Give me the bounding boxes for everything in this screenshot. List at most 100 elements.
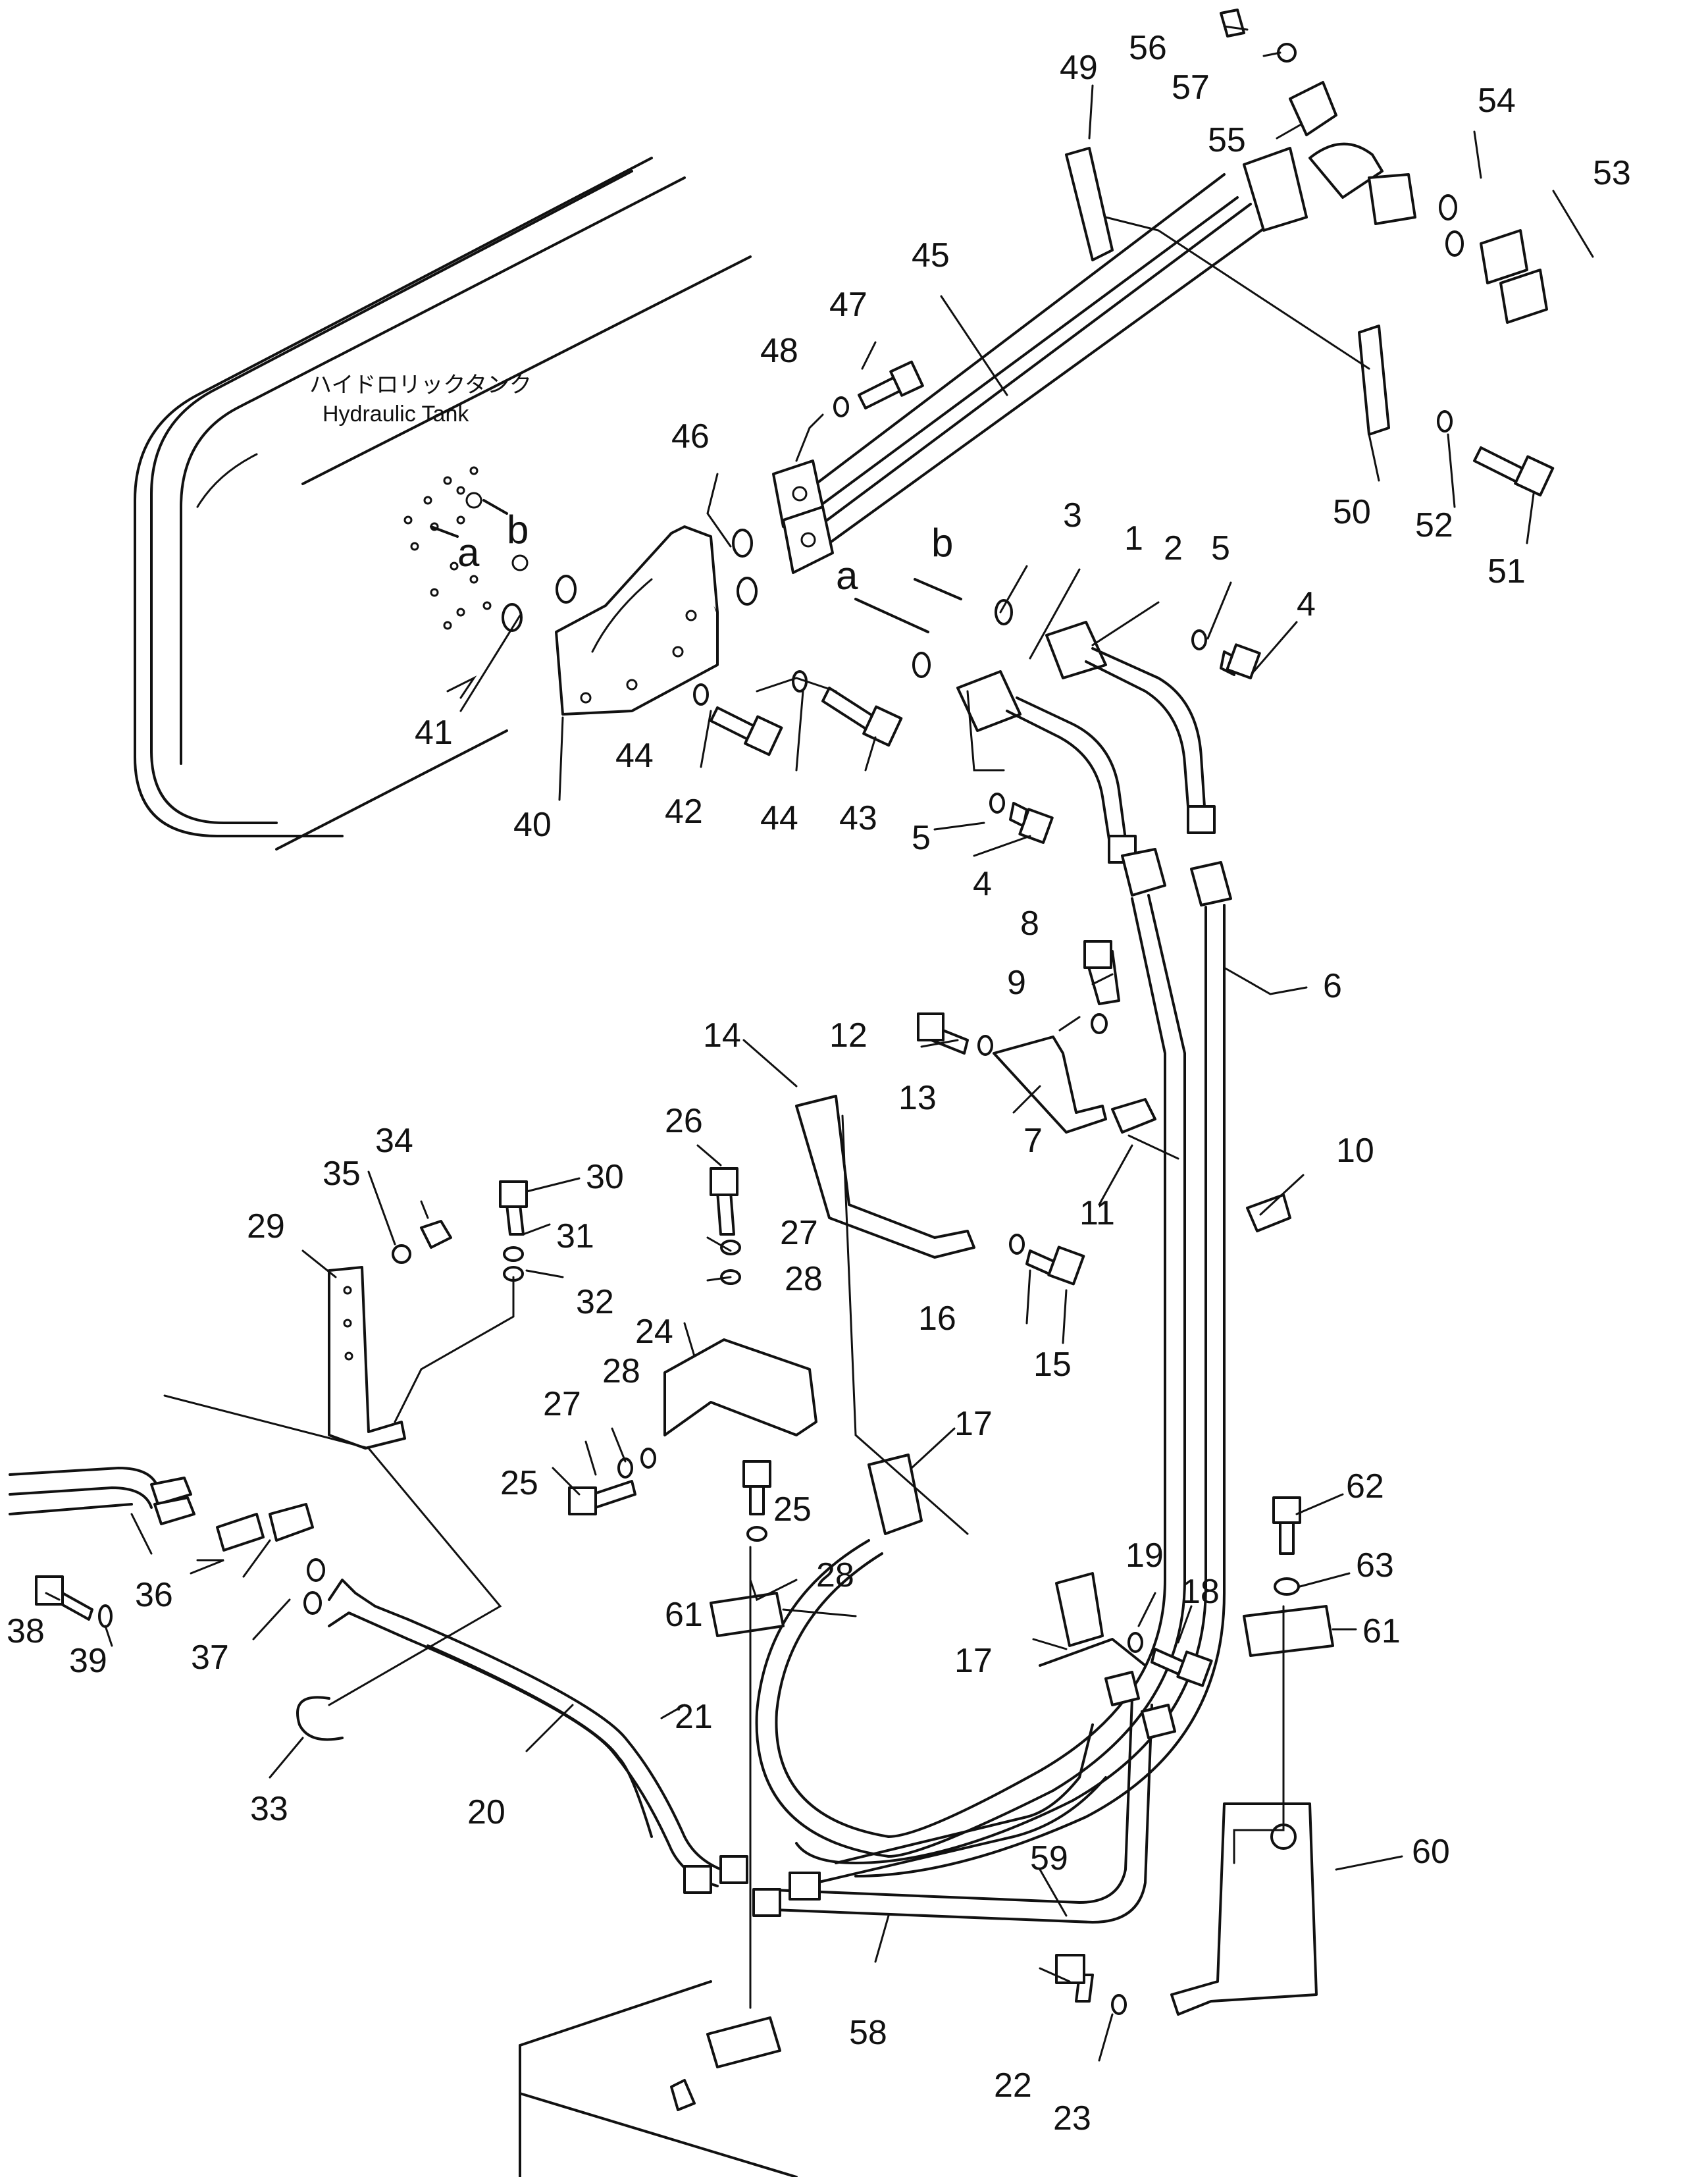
callout-9: 9 [1007,964,1026,1002]
bolt [821,687,903,747]
upper-hose-assembly [772,142,1416,574]
bolt [499,1180,528,1236]
callout-6: 6 [1323,967,1342,1005]
bolt [1220,643,1261,679]
callout-63: 63 [1356,1546,1394,1585]
washer [392,1244,411,1264]
callout-11: 11 [1079,1194,1115,1232]
flange-block [555,525,719,716]
callout-15: 15 [1033,1346,1072,1384]
washer [746,1526,767,1542]
callout-26: 26 [665,1102,703,1140]
fitting [719,1855,748,1884]
mounting-block [663,1338,817,1436]
letter-a-flange: a [836,554,858,598]
o-ring [912,652,931,678]
washer [640,1448,656,1469]
callout-57: 57 [1172,68,1210,107]
callout-51: 51 [1488,552,1526,590]
o-ring [303,1591,322,1615]
callout-20: 20 [467,1793,505,1831]
bolt [917,1012,969,1055]
callout-40: 40 [513,806,552,844]
callout-4: 4 [973,865,992,903]
o-ring [556,575,577,604]
callout-5: 5 [1211,529,1230,567]
callout-61: 61 [1362,1612,1401,1650]
callout-17: 17 [954,1405,993,1443]
callout-49: 49 [1060,49,1098,87]
washer [1437,410,1453,433]
u-bolt [296,1696,344,1741]
bolt [710,706,783,756]
callout-46: 46 [671,417,710,456]
callout-21: 21 [675,1698,713,1736]
o-ring [995,599,1013,625]
callout-60: 60 [1412,1833,1450,1871]
washer [693,683,709,706]
bolt [1220,9,1245,38]
tank-label: ハイドロリックタンク Hydraulic Tank [309,373,532,427]
callout-32: 32 [576,1283,614,1321]
bracket [1170,1802,1318,2016]
arrow-a-flange [854,598,929,633]
callout-24: 24 [635,1313,673,1351]
callout-45: 45 [912,236,950,275]
arrow-b-flange [914,578,962,600]
callout-61: 61 [665,1596,703,1634]
callout-43: 43 [839,799,877,837]
callout-10: 10 [1336,1132,1374,1170]
bolt [35,1575,93,1621]
bracket [1358,325,1390,436]
clamp [1111,1098,1156,1134]
bracket [1065,147,1114,261]
callout-3: 3 [1063,496,1082,535]
callout-28: 28 [785,1260,823,1298]
o-ring [737,577,758,606]
letter-a-tank: a [457,531,480,575]
callout-59: 59 [1030,1839,1068,1877]
callout-42: 42 [665,793,703,831]
arrow-b-tank [482,499,508,515]
tube-assembly [956,621,1216,864]
tank-label-en: Hydraulic Tank [323,402,469,427]
bolt [1009,802,1054,844]
bolt [858,360,924,409]
callout-28: 28 [602,1352,640,1390]
fitting [683,1865,712,1894]
callout-52: 52 [1415,506,1453,544]
callout-62: 62 [1346,1467,1384,1506]
callout-58: 58 [849,2014,887,2052]
o-ring [732,529,753,558]
clamp [867,1454,923,1535]
callout-12: 12 [829,1016,867,1055]
callout-48: 48 [760,332,798,370]
bracket [328,1266,406,1450]
callout-1: 1 [1124,519,1143,558]
washer [1009,1234,1025,1255]
callout-27: 27 [780,1214,818,1252]
callout-13: 13 [898,1079,937,1117]
washer [1191,629,1207,650]
base-frame [519,1980,798,2177]
callout-54: 54 [1478,82,1516,120]
clamp [1246,1193,1291,1232]
callout-28: 28 [816,1556,854,1594]
bolt [742,1460,771,1515]
bolt [710,1167,738,1236]
clamp-block [710,1592,785,1637]
clamp [1289,81,1337,136]
tank-label-jp: ハイドロリックタンク [309,373,532,398]
washer [503,1246,524,1262]
bracket [993,1036,1107,1134]
callout-56: 56 [1129,29,1167,67]
lower-tube-assembly [9,1467,748,1894]
bolt [568,1480,636,1515]
o-ring [307,1558,325,1582]
callout-53: 53 [1593,154,1631,192]
arrow-a-tank [430,525,459,538]
washer [989,793,1005,814]
washer [98,1604,113,1628]
callout-44: 44 [615,737,654,775]
callout-18: 18 [1181,1573,1220,1611]
